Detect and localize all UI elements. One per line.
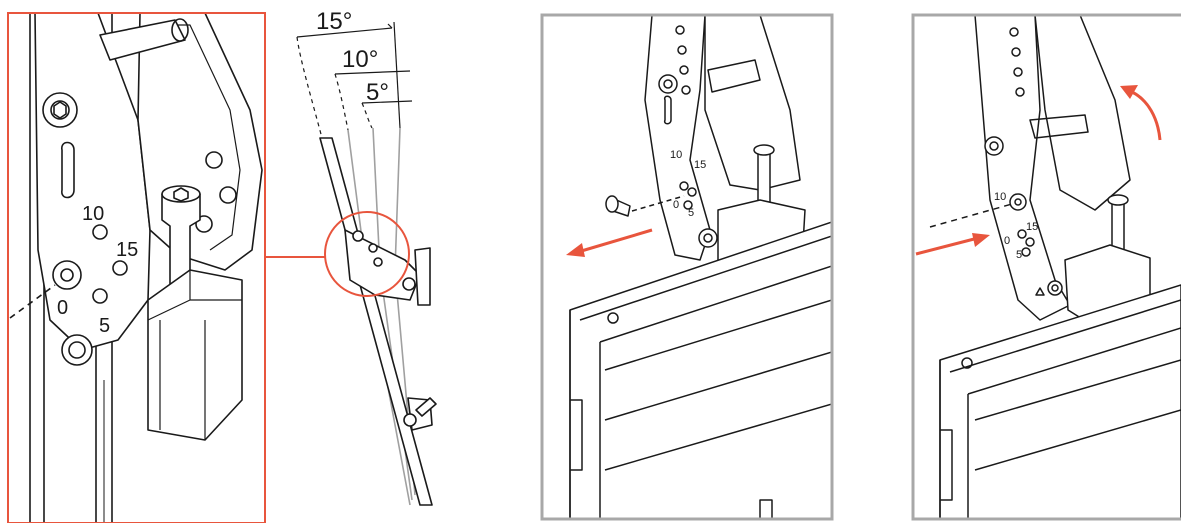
detail-frame <box>7 12 266 523</box>
step-insert-label-10: 10 <box>994 191 1006 203</box>
hole-label-5: 5 <box>99 315 110 337</box>
screw-icon <box>52 260 82 290</box>
step-remove-screen-frame <box>569 221 832 519</box>
tilted-screen-panel <box>319 137 433 506</box>
angle-diagram: 15° 10° 5° <box>296 8 437 506</box>
step-insert-bracket <box>974 15 1071 321</box>
insert-line <box>9 284 56 319</box>
hole-label-0: 0 <box>57 297 68 319</box>
angle-5: 5° <box>366 79 389 106</box>
rotate-arrow-icon <box>1120 85 1162 141</box>
step-remove-label-0: 0 <box>673 199 679 211</box>
step-insert-label-15: 15 <box>1026 221 1038 233</box>
step-remove-panel: 10 15 0 5 <box>540 13 834 521</box>
step-insert-label-5: 5 <box>1016 249 1022 261</box>
step-remove-frame <box>540 13 834 521</box>
step-insert-panel: 10 15 0 5 <box>911 13 1181 521</box>
hole-label-15: 15 <box>116 239 138 261</box>
arrow-right-icon <box>915 233 990 256</box>
step-insert-frame <box>911 13 1181 521</box>
detail-panel: 10 15 0 5 <box>7 12 326 523</box>
adjust-slot <box>61 141 75 199</box>
step-remove-label-5: 5 <box>688 207 694 219</box>
angle-15: 15° <box>316 8 352 35</box>
zoom-callout-circle <box>324 211 410 297</box>
angle-10: 10° <box>342 46 378 73</box>
hole-15 <box>112 260 128 276</box>
tilt-bracket-plate <box>34 13 151 351</box>
step-remove-label-15: 15 <box>694 159 706 171</box>
step-insert-screen-frame <box>939 284 1181 519</box>
step-insert-label-0: 0 <box>1004 235 1010 247</box>
step-remove-label-10: 10 <box>670 149 682 161</box>
top-bolt-icon <box>42 92 78 128</box>
hole-5 <box>92 288 108 304</box>
bottom-bolt-icon <box>61 334 93 366</box>
hole-10 <box>92 224 108 240</box>
hole-label-10: 10 <box>82 203 104 225</box>
clamp-block <box>147 269 243 441</box>
step-remove-bracket <box>644 15 711 261</box>
arrow-left-icon <box>566 228 653 257</box>
